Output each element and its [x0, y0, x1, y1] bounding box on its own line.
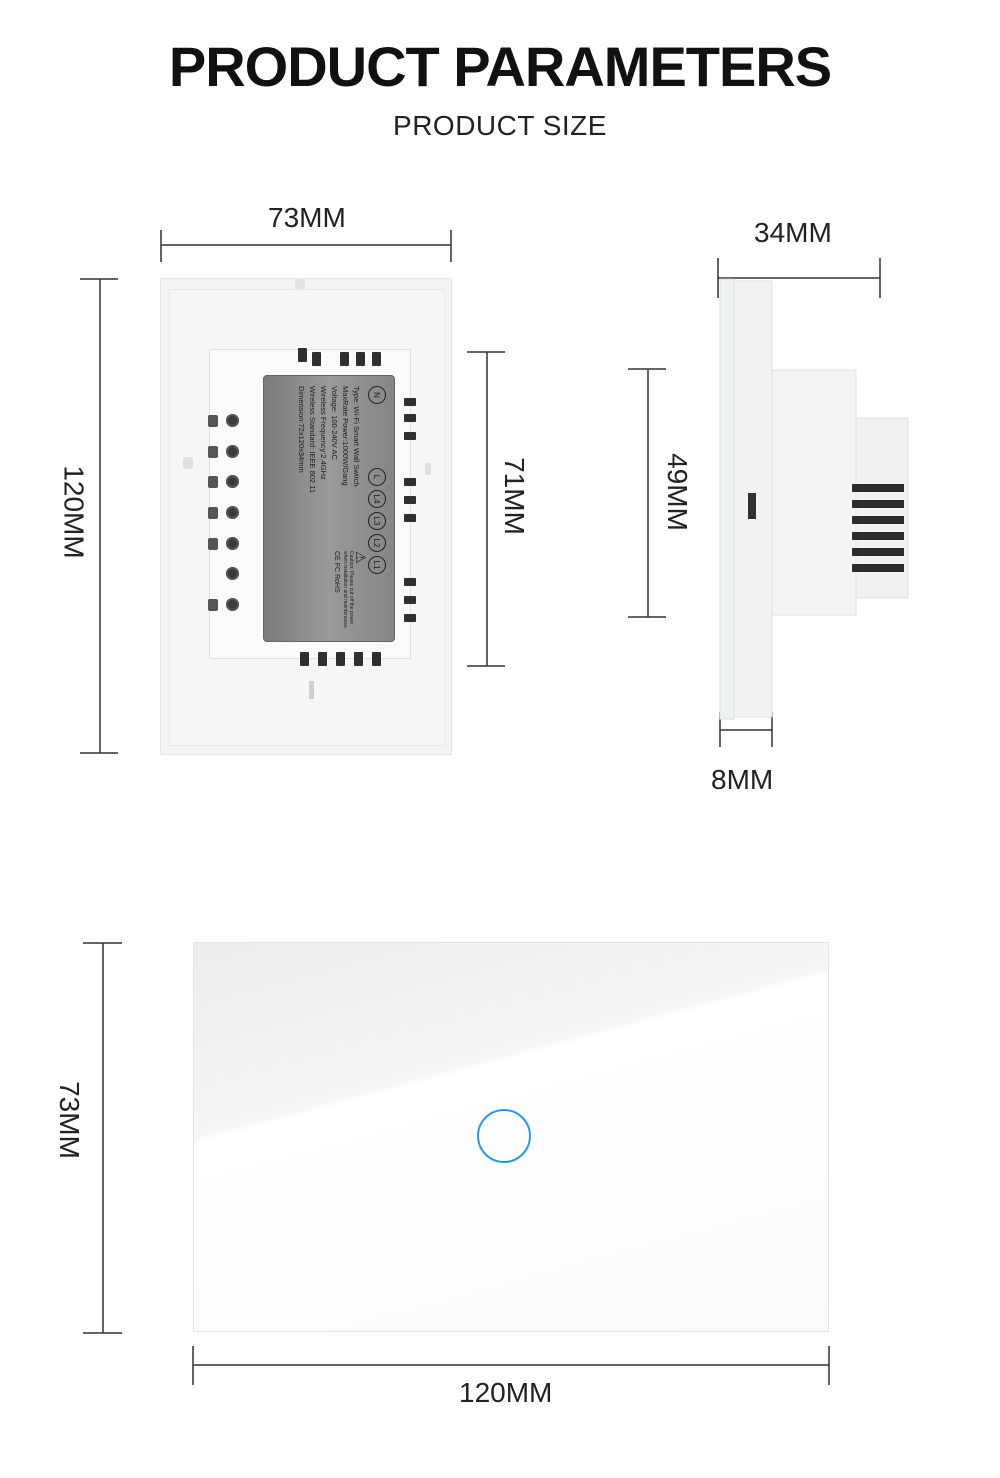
- front-height-label: 73MM: [53, 1081, 85, 1159]
- vent-right: [404, 432, 416, 440]
- terminal-screw: [208, 537, 239, 550]
- mount-slot-bottom: [309, 681, 314, 699]
- mount-notch-left: [183, 457, 193, 469]
- terminal-screw: [208, 414, 239, 427]
- vent-right: [404, 578, 416, 586]
- page-title: PRODUCT PARAMETERS: [168, 35, 832, 98]
- switch-front-glass-panel: [193, 942, 829, 1332]
- vent-top: [356, 352, 365, 366]
- terminal-screw: [208, 506, 239, 519]
- vent-right: [404, 496, 416, 504]
- vent-top: [312, 352, 321, 366]
- vent-right: [404, 614, 416, 622]
- vent-right: [404, 414, 416, 422]
- terminal-screw: [208, 475, 239, 488]
- front-width-label: 120MM: [459, 1377, 553, 1408]
- vent-top: [298, 348, 307, 362]
- touch-button-ring[interactable]: [477, 1109, 531, 1163]
- spec-label-sticker: N L L4 L3 L2 L1 Type: Wi-Fi Smart Wall S…: [263, 375, 395, 642]
- side-view-drawing: [628, 258, 909, 747]
- terminal-screw: [208, 445, 239, 458]
- vent-right: [404, 596, 416, 604]
- vent-bottom: [354, 652, 363, 666]
- vent-right: [404, 478, 416, 486]
- vent-bottom: [336, 652, 345, 666]
- terminal-screw: [208, 598, 239, 611]
- side-thickness-label: 8MM: [711, 764, 774, 795]
- vent-bottom: [318, 652, 327, 666]
- vent-bottom: [372, 652, 381, 666]
- back-view-dimension-lines: [80, 230, 505, 754]
- vent-top: [372, 352, 381, 366]
- vent-right: [404, 514, 416, 522]
- vent-top: [340, 352, 349, 366]
- mount-slot-top: [295, 279, 305, 289]
- terminal-screw: [208, 567, 239, 580]
- vent-bottom: [300, 652, 309, 666]
- mount-notch-right: [425, 463, 431, 475]
- vent-right: [404, 398, 416, 406]
- back-width-label: 73MM: [268, 202, 346, 233]
- page-subtitle: PRODUCT SIZE: [393, 110, 607, 141]
- side-depth-label: 34MM: [754, 217, 832, 248]
